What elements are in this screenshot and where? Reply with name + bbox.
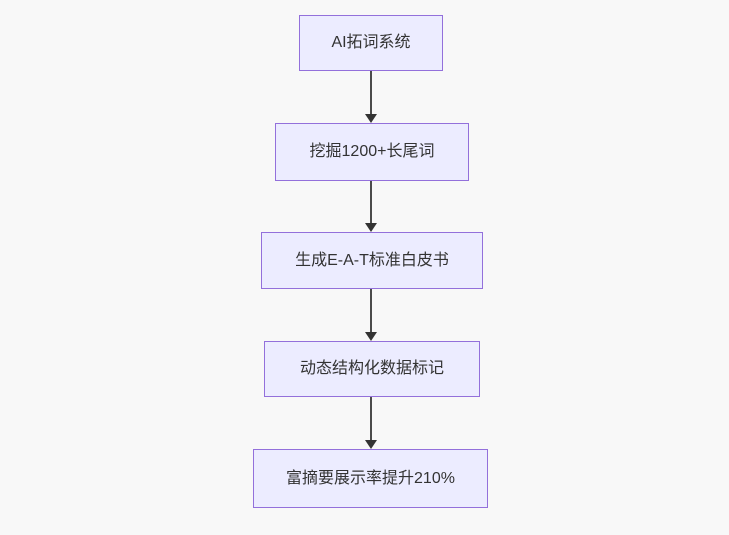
edge-line	[370, 397, 372, 440]
edge-line	[370, 181, 372, 224]
flow-node-rich-snippet-result: 富摘要展示率提升210%	[253, 449, 488, 508]
arrowhead-down-icon	[365, 114, 377, 123]
arrowhead-down-icon	[365, 332, 377, 341]
flow-node-ai-word-system: AI拓词系统	[299, 15, 443, 71]
flow-node-eat-whitepaper: 生成E-A-T标准白皮书	[261, 232, 483, 289]
flow-node-label: 挖掘1200+长尾词	[309, 143, 435, 161]
flow-node-label: 动态结构化数据标记	[299, 360, 444, 378]
arrowhead-down-icon	[365, 223, 377, 232]
edge-line	[370, 289, 372, 333]
flow-node-label: AI拓词系统	[331, 34, 411, 52]
flow-node-label: 生成E-A-T标准白皮书	[295, 251, 449, 269]
arrowhead-down-icon	[365, 440, 377, 449]
flow-node-structured-data-markup: 动态结构化数据标记	[264, 341, 480, 397]
flow-node-label: 富摘要展示率提升210%	[286, 469, 455, 487]
flow-node-longtail-mining: 挖掘1200+长尾词	[275, 123, 469, 181]
edge-line	[370, 71, 372, 115]
